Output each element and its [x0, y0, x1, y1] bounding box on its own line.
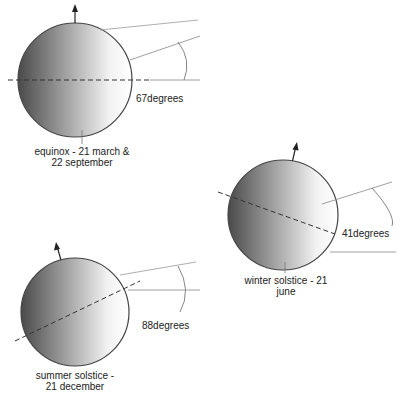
- axis-arrowhead: [72, 4, 78, 12]
- season-label: summer solstice - 21 december: [30, 370, 120, 392]
- angle-label: 41degrees: [342, 228, 389, 239]
- angle-arc: [372, 188, 393, 226]
- angle-ray: [100, 20, 198, 30]
- season-label: equinox - 21 march & 22 september: [32, 146, 132, 168]
- angle-ray: [330, 252, 396, 253]
- angle-label: 88degrees: [142, 320, 189, 331]
- angle-arc: [178, 266, 186, 312]
- angle-ray: [150, 80, 200, 81]
- season-label: winter solstice - 21 june: [244, 275, 328, 297]
- angle-ray: [322, 182, 392, 204]
- axis-arrowhead: [54, 242, 60, 251]
- equator-line: [15, 281, 140, 341]
- angle-label: 67degrees: [136, 93, 183, 104]
- angle-ray: [128, 290, 200, 291]
- equator-line: [218, 192, 335, 234]
- angle-ray: [120, 262, 196, 275]
- angle-arc: [178, 42, 187, 80]
- leader-line: [285, 262, 286, 273]
- equator-line: [8, 80, 150, 81]
- axis-line: [58, 248, 62, 260]
- axis-arrowhead: [293, 142, 299, 151]
- angle-ray: [130, 36, 200, 60]
- leader-line: [82, 130, 83, 144]
